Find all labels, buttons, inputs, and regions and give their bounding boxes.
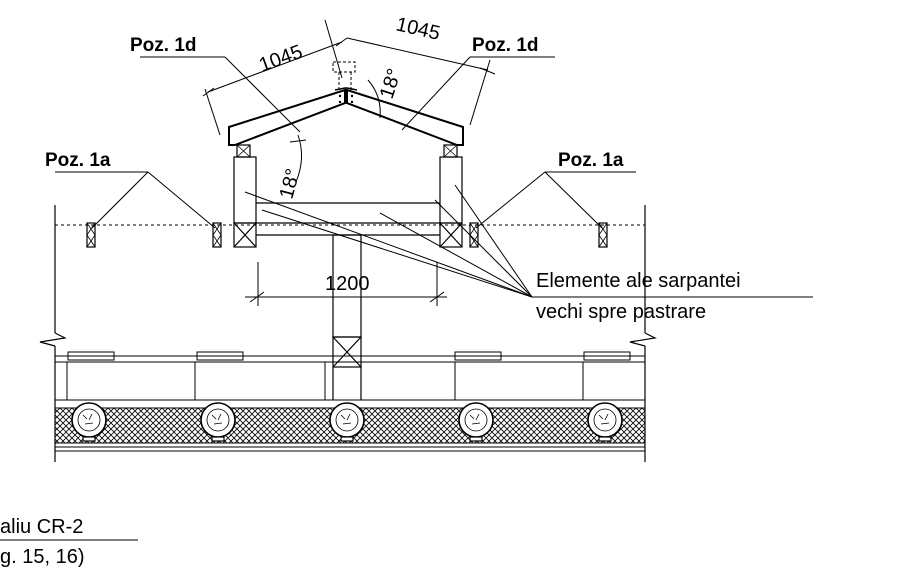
- angle-arc-left: [295, 134, 302, 183]
- label-poz-1a-left: Poz. 1a: [45, 150, 111, 171]
- leader-poz-1a-left: [55, 171, 216, 229]
- rafter-left-poz-1d: [228, 88, 346, 146]
- detail-title-line1: aliu CR-2: [0, 516, 83, 538]
- rafter-section-outer-right: [598, 222, 608, 248]
- rafter-right-poz-1d: [346, 88, 464, 146]
- dim-1045-right-text: 1045: [394, 13, 442, 44]
- dimension-1045-left: [202, 19, 348, 136]
- dim-1200-text: 1200: [325, 273, 370, 295]
- joist-5: [587, 402, 623, 442]
- elements-label-line2: vechi spre pastrare: [536, 301, 706, 323]
- joist-4: [458, 402, 494, 442]
- right-post-base: [439, 222, 463, 248]
- leader-poz-1a-right: [475, 171, 636, 229]
- label-poz-1d-left: Poz. 1d: [130, 35, 197, 56]
- rafter-section-inner-left: [212, 222, 222, 248]
- left-post: [233, 156, 257, 224]
- angle-left-text: 18°: [276, 166, 305, 201]
- left-post-base: [233, 222, 257, 248]
- ridge-vent: [332, 61, 356, 90]
- joist-2: [200, 402, 236, 442]
- right-post-cap: [443, 144, 458, 158]
- leader-elements: [244, 184, 813, 298]
- leader-poz-1d-right: [401, 56, 555, 131]
- rafter-section-inner-right: [469, 222, 479, 248]
- dimension-1200: [245, 262, 447, 306]
- angle-arc-top: [367, 79, 381, 119]
- dimension-1045-right: [346, 37, 496, 126]
- angle-top-text: 18°: [376, 66, 406, 102]
- elements-label-line1: Elemente ale sarpantei: [536, 270, 741, 292]
- joist-1: [71, 402, 107, 442]
- joist-3: [329, 402, 365, 442]
- label-poz-1d-right: Poz. 1d: [472, 35, 539, 56]
- floor-slab: [55, 351, 645, 452]
- left-post-cap: [236, 144, 251, 158]
- leader-poz-1d-left: [140, 56, 301, 133]
- dim-1045-left-text: 1045: [256, 41, 305, 77]
- detail-title-line2: g. 15, 16): [0, 546, 85, 568]
- label-poz-1a-right: Poz. 1a: [558, 150, 624, 171]
